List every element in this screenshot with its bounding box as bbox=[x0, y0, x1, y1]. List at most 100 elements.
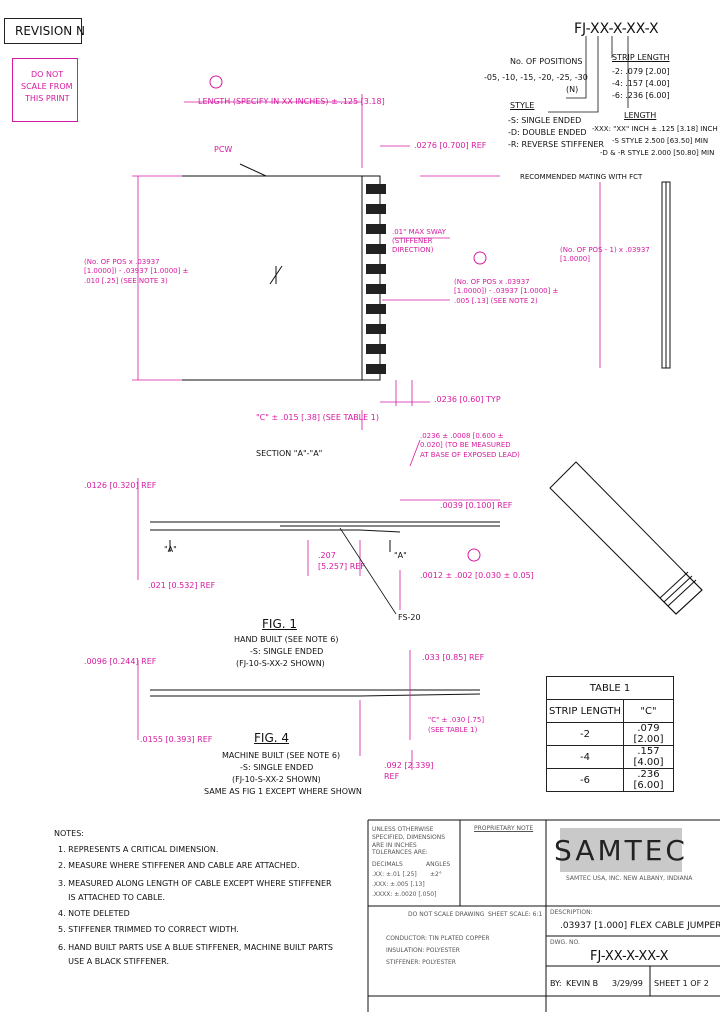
pos-wide-dim: (No. OF POS x .03937 [1.0000]) - .03937 … bbox=[84, 258, 189, 285]
a-right: "A" bbox=[394, 551, 407, 560]
a-left: "A" bbox=[164, 545, 177, 554]
notes-title: NOTES: bbox=[54, 829, 84, 838]
table-1-header-c: "C" bbox=[623, 699, 674, 723]
tol-line-1: DECIMALS bbox=[372, 861, 403, 868]
strip-length-label: STRIP LENGTH bbox=[612, 53, 670, 62]
positions-stamp: (N) bbox=[566, 85, 579, 94]
tol-line-6: .XXXX: ±.0020 [.050] bbox=[372, 891, 437, 898]
fig1-line-3: (FJ-10-S-XX-2 SHOWN) bbox=[236, 659, 325, 668]
sheet-number: SHEET 1 OF 2 bbox=[654, 979, 709, 988]
no-scale-box: DO NOT SCALE FROM THIS PRINT bbox=[12, 58, 78, 122]
critical-dim-stamp-2 bbox=[473, 251, 487, 265]
length-item-1: -XXX: "XX" INCH ± .125 [3.18] INCH bbox=[592, 125, 718, 133]
note-3: 3. MEASURED ALONG LENGTH OF CABLE EXCEPT… bbox=[58, 879, 332, 888]
ref-021: .021 [0.532] REF bbox=[148, 581, 216, 590]
material-1: CONDUCTOR: TIN PLATED COPPER bbox=[386, 935, 490, 942]
ref-0126: .0126 [0.320] REF bbox=[84, 481, 157, 490]
by-name: KEVIN B bbox=[566, 979, 599, 988]
style-item-1: -S: SINGLE ENDED bbox=[508, 116, 582, 125]
thick-dim: .0012 ± .002 [0.030 ± 0.05] bbox=[420, 571, 534, 580]
positions-label: No. OF POSITIONS bbox=[510, 57, 583, 66]
drawing-date: 3/29/99 bbox=[612, 979, 643, 988]
note-1: 1. REPRESENTS A CRITICAL DIMENSION. bbox=[58, 845, 219, 854]
tol-line-2: ANGLES bbox=[426, 861, 451, 868]
table-1-title: TABLE 1 bbox=[546, 676, 674, 700]
table-1: TABLE 1 STRIP LENGTH "C" -2 .079 [2.00] … bbox=[546, 676, 674, 792]
table-cell: .236 [6.00] bbox=[623, 768, 674, 792]
strip-item-3: -6: .236 [6.00] bbox=[612, 91, 670, 100]
length-item-2: -S STYLE 2.500 [63.50] MIN bbox=[612, 137, 709, 145]
table-cell: -6 bbox=[546, 768, 624, 792]
description: .03937 [1.000] FLEX CABLE JUMPER bbox=[560, 921, 720, 931]
tolerances-label: TOLERANCES ARE: bbox=[372, 849, 428, 856]
note-2: 2. MEASURE WHERE STIFFENER AND CABLE ARE… bbox=[58, 861, 300, 870]
strip-item-1: -2: .079 [2.00] bbox=[612, 67, 670, 76]
pcw-label: PCW bbox=[214, 145, 233, 154]
tol-line-4: ±2° bbox=[430, 871, 442, 878]
style-item-3: -R: REVERSE STIFFENER bbox=[508, 140, 604, 149]
ref-092: .092 [2.339] REF bbox=[384, 761, 434, 782]
fig4-line-1: MACHINE BUILT (SEE NOTE 6) bbox=[222, 751, 341, 760]
fig4-line-3: (FJ-10-S-XX-2 SHOWN) bbox=[232, 775, 321, 784]
dwg-number: FJ-XX-X-XX-X bbox=[590, 949, 669, 964]
pos-pitch-dim: (No. OF POS x .03937 [1.0000]) - .03937 … bbox=[454, 278, 559, 305]
table-row: -6 .236 [6.00] bbox=[546, 768, 674, 792]
note-6: 6. HAND BUILT PARTS USE A BLUE STIFFENER… bbox=[58, 943, 333, 952]
fs20-label: FS-20 bbox=[398, 613, 421, 622]
ref-0096: .0096 [0.244] REF bbox=[84, 657, 157, 666]
c-tol-dim: "C" ± .015 [.38] (SEE TABLE 1) bbox=[256, 413, 379, 422]
part-pattern: FJ-XX-X-XX-X bbox=[574, 21, 659, 37]
ref-207: .207 [5.257] REF bbox=[318, 551, 365, 572]
ref-0039: .0039 [0.100] REF bbox=[440, 501, 513, 510]
ref-0155: .0155 [0.393] REF bbox=[140, 735, 213, 744]
critical-dim-stamp-3 bbox=[467, 548, 481, 562]
fig1-line-2: -S: SINGLE ENDED bbox=[250, 647, 324, 656]
exposed-dim: .0236 ± .0008 [0.600 ± 0.020] (TO BE MEA… bbox=[420, 432, 520, 459]
tol-header: UNLESS OTHERWISE SPECIFIED, DIMENSIONS A… bbox=[372, 826, 446, 849]
fig4-title: FIG. 4 bbox=[254, 731, 290, 745]
table-row: -4 .157 [4.00] bbox=[546, 745, 674, 769]
table-row: -2 .079 [2.00] bbox=[546, 722, 674, 746]
no-scale-line-3: THIS PRINT bbox=[25, 94, 70, 103]
ref-033: .033 [0.85] REF bbox=[422, 653, 485, 662]
c-tol2-dim: "C" ± .030 [.75] (SEE TABLE 1) bbox=[428, 716, 485, 734]
note-3b: IS ATTACHED TO CABLE. bbox=[58, 893, 166, 902]
style-item-2: -D: DOUBLE ENDED bbox=[508, 128, 587, 137]
proprietary-label: PROPRIETARY NOTE bbox=[474, 825, 534, 832]
material-2: INSULATION: POLYESTER bbox=[386, 947, 460, 954]
ref-0276: .0276 [0.700] REF bbox=[414, 141, 487, 150]
tol-line-3: .XX: ±.01 [.25] bbox=[372, 871, 417, 878]
fig4-line-2: -S: SINGLE ENDED bbox=[240, 763, 314, 772]
table-cell: -4 bbox=[546, 745, 624, 769]
note-5: 5. STIFFENER TRIMMED TO CORRECT WIDTH. bbox=[58, 925, 239, 934]
revision-box: REVISION N bbox=[4, 18, 86, 44]
no-scale-line-2: SCALE FROM bbox=[21, 82, 73, 91]
recommended-mating: RECOMMENDED MATING WITH FCT bbox=[520, 173, 643, 181]
pos-right-dim: (No. OF POS - 1) x .03937 [1.0000] bbox=[560, 246, 650, 264]
strip-item-2: -4: .157 [4.00] bbox=[612, 79, 670, 88]
company-sub: SAMTEC USA, INC. NEW ALBANY, INDIANA bbox=[566, 875, 693, 882]
table-cell: .079 [2.00] bbox=[623, 722, 674, 746]
length-item-3: -D & -R STYLE 2.000 [50.80] MIN bbox=[600, 149, 715, 157]
table-1-header-strip: STRIP LENGTH bbox=[546, 699, 624, 723]
material-3: STIFFENER: POLYESTER bbox=[386, 959, 456, 966]
table-cell: -2 bbox=[546, 722, 624, 746]
no-scale-line-1: DO NOT bbox=[31, 70, 64, 79]
revision-label: REVISION N bbox=[15, 24, 86, 38]
typ-dim: .0236 [0.60] TYP bbox=[434, 395, 501, 404]
length-label: LENGTH bbox=[624, 111, 657, 120]
section-title: SECTION "A"-"A" bbox=[256, 449, 323, 458]
length-dim: LENGTH (SPECIFY IN XX INCHES) ± .125 [3.… bbox=[198, 97, 385, 106]
by-label: BY: bbox=[550, 979, 562, 988]
sheet-scale: SHEET SCALE: 6:1 bbox=[488, 911, 543, 918]
description-label: DESCRIPTION: bbox=[550, 909, 593, 916]
tol-line-5: .XXX: ±.005 [.13] bbox=[372, 881, 425, 888]
dwg-label: DWG. NO. bbox=[550, 939, 580, 946]
table-cell: .157 [4.00] bbox=[623, 745, 674, 769]
samtec-logo: SAMTEC bbox=[554, 828, 685, 872]
max-sway-dim: .01" MAX SWAY (STIFFENER DIRECTION) bbox=[392, 228, 446, 255]
do-not-scale-drawing: DO NOT SCALE DRAWING bbox=[408, 911, 485, 918]
note-4: 4. NOTE DELETED bbox=[58, 909, 130, 918]
note-6b: USE A BLACK STIFFENER. bbox=[58, 957, 169, 966]
